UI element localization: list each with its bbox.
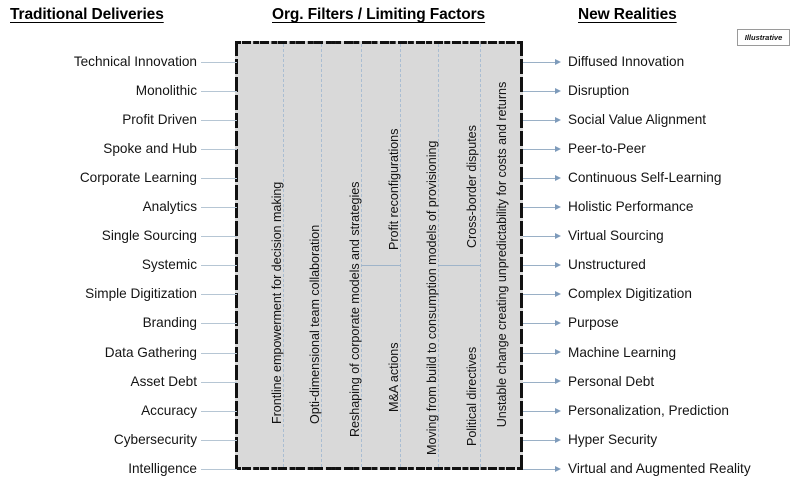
connector-line-left — [201, 410, 237, 412]
connector-line-left — [201, 149, 237, 151]
connector-line-right — [523, 439, 556, 441]
connector-line-right — [523, 178, 556, 180]
connector-line-right — [523, 410, 556, 412]
traditional-delivery-label: Analytics — [142, 199, 197, 215]
column-divider — [361, 44, 362, 467]
arrow-head-icon — [555, 204, 561, 211]
column-divider — [480, 44, 481, 467]
connector-line-right — [523, 381, 556, 383]
new-reality-label: Purpose — [568, 315, 619, 331]
new-reality-label: Peer-to-Peer — [568, 141, 646, 157]
traditional-delivery-label: Intelligence — [128, 460, 197, 476]
filter-label-frontline-empowerment: Frontline empowerment for decision makin… — [270, 181, 284, 424]
arrow-head-icon — [555, 291, 561, 298]
filter-label-profit-reconfigurations: Profit reconfigurations — [387, 128, 401, 250]
traditional-delivery-label: Simple Digitization — [85, 286, 197, 302]
row-divider — [438, 265, 480, 266]
connector-line-left — [201, 178, 237, 180]
column-divider — [321, 44, 322, 467]
arrow-head-icon — [555, 465, 561, 472]
connector-line-left — [201, 439, 237, 441]
new-reality-label: Personal Debt — [568, 373, 655, 389]
connector-line-right — [523, 323, 556, 325]
new-reality-label: Virtual and Augmented Reality — [568, 460, 751, 476]
new-reality-label: Continuous Self-Learning — [568, 170, 722, 186]
arrow-head-icon — [555, 146, 561, 153]
new-reality-label: Complex Digitization — [568, 286, 692, 302]
traditional-delivery-label: Cybersecurity — [113, 431, 197, 447]
traditional-delivery-label: Branding — [142, 315, 197, 331]
column-divider — [283, 44, 284, 467]
connector-line-right — [523, 91, 556, 93]
new-reality-label: Personalization, Prediction — [568, 402, 729, 418]
traditional-delivery-label: Accuracy — [141, 402, 197, 418]
arrow-head-icon — [555, 233, 561, 240]
new-reality-label: Holistic Performance — [568, 199, 694, 215]
connector-line-right — [523, 265, 556, 267]
traditional-delivery-label: Technical Innovation — [73, 54, 197, 69]
arrow-head-icon — [555, 407, 561, 414]
traditional-delivery-label: Data Gathering — [104, 344, 197, 360]
connector-line-left — [201, 352, 237, 354]
traditional-delivery-label: Corporate Learning — [79, 170, 197, 186]
connector-line-right — [523, 62, 556, 63]
filter-label-ma-actions: M&A actions — [387, 342, 401, 412]
connector-line-left — [201, 62, 237, 63]
column-divider — [438, 44, 439, 467]
filter-label-reshaping-corporate-models: Reshaping of corporate models and strate… — [348, 181, 362, 437]
heading-traditional-deliveries: Traditional Deliveries — [10, 6, 164, 23]
connector-line-right — [523, 149, 556, 151]
connector-line-right — [523, 294, 556, 296]
column-divider — [400, 44, 401, 467]
org-filters-box — [234, 40, 524, 471]
arrow-head-icon — [555, 378, 561, 385]
arrow-head-icon — [555, 58, 561, 65]
filter-label-build-to-consumption: Moving from build to consumption models … — [425, 140, 439, 455]
connector-line-left — [201, 91, 237, 93]
illustrative-badge: Illustrative — [737, 29, 790, 46]
new-reality-label: Hyper Security — [568, 431, 658, 447]
arrow-head-icon — [555, 320, 561, 327]
traditional-delivery-label: Systemic — [141, 257, 197, 273]
heading-new-realities: New Realities — [578, 6, 677, 23]
connector-line-right — [523, 120, 556, 122]
traditional-delivery-label: Monolithic — [135, 83, 197, 99]
new-reality-label: Diffused Innovation — [568, 54, 685, 69]
connector-line-left — [201, 236, 237, 238]
arrow-head-icon — [555, 117, 561, 123]
connector-line-left — [201, 207, 237, 209]
arrow-head-icon — [555, 349, 561, 356]
filter-label-unstable-change: Unstable change creating unpredictabilit… — [495, 81, 509, 428]
filter-label-opti-dimensional-collaboration: Opti-dimensional team collaboration — [308, 224, 322, 424]
arrow-head-icon — [555, 175, 561, 182]
arrow-head-icon — [555, 262, 561, 269]
connector-line-left — [201, 381, 237, 383]
connector-line-left — [201, 265, 237, 267]
connector-line-left — [201, 120, 237, 122]
new-reality-label: Virtual Sourcing — [568, 228, 664, 244]
new-reality-label: Social Value Alignment — [568, 112, 707, 128]
row-divider — [361, 265, 400, 266]
connector-line-right — [523, 236, 556, 238]
arrow-head-icon — [555, 87, 561, 94]
connector-line-right — [523, 207, 556, 209]
new-reality-label: Machine Learning — [568, 344, 677, 360]
arrow-head-icon — [555, 436, 561, 443]
new-reality-label: Disruption — [568, 83, 630, 99]
connector-line-left — [201, 294, 237, 296]
connector-line-left — [201, 323, 237, 325]
filter-label-political-directives: Political directives — [465, 346, 479, 446]
traditional-delivery-label: Profit Driven — [122, 112, 197, 128]
heading-org-filters: Org. Filters / Limiting Factors — [272, 6, 486, 23]
filter-label-cross-border-disputes: Cross-border disputes — [465, 125, 479, 248]
connector-line-right — [523, 468, 556, 470]
traditional-delivery-label: Single Sourcing — [101, 228, 197, 244]
connector-line-right — [523, 352, 556, 354]
traditional-delivery-label: Asset Debt — [130, 373, 198, 389]
new-reality-label: Unstructured — [568, 257, 646, 273]
connector-line-left — [201, 468, 237, 470]
traditional-delivery-label: Spoke and Hub — [103, 141, 197, 157]
